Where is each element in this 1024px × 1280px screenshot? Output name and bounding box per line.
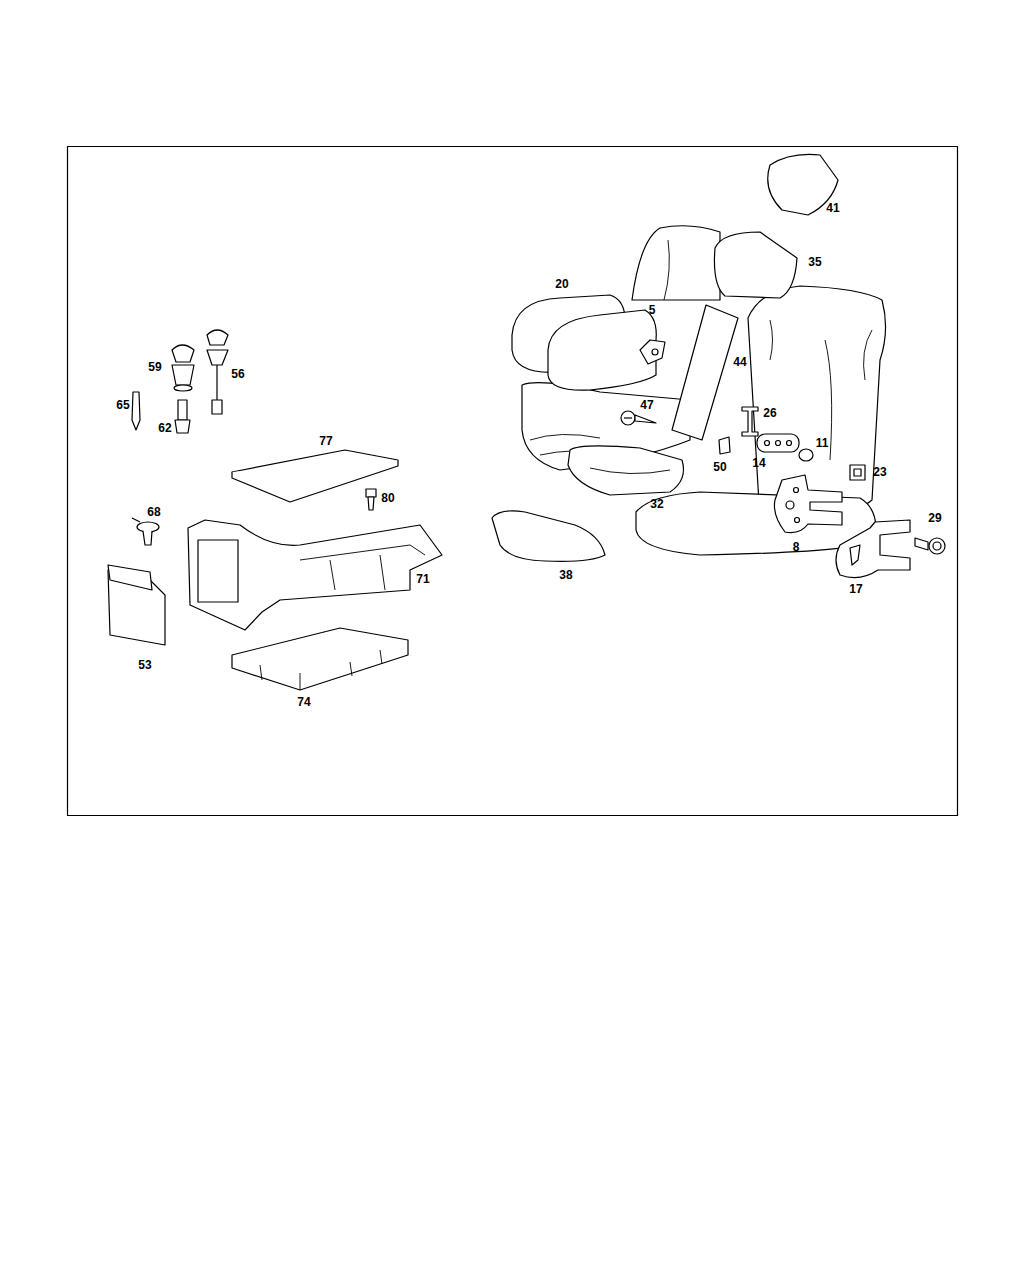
callout-number: 44 bbox=[733, 356, 746, 368]
callout-number: 50 bbox=[713, 461, 726, 473]
callout-number: 53 bbox=[138, 659, 151, 671]
clip bbox=[366, 489, 376, 510]
armrest bbox=[512, 295, 656, 390]
clip bbox=[132, 518, 159, 545]
ashtray bbox=[108, 565, 165, 645]
clip bbox=[719, 437, 730, 454]
callout-number: 74 bbox=[297, 696, 310, 708]
console bbox=[188, 520, 442, 630]
callout-number: 32 bbox=[650, 498, 663, 510]
latch bbox=[640, 340, 665, 364]
lid bbox=[232, 450, 398, 502]
bolt bbox=[915, 538, 945, 554]
callout-number: 59 bbox=[148, 361, 161, 373]
bracket bbox=[836, 520, 910, 578]
callout-number: 68 bbox=[147, 506, 160, 518]
callout-number: 20 bbox=[555, 278, 568, 290]
clip bbox=[742, 407, 758, 436]
cover bbox=[492, 511, 605, 562]
callout-number: 23 bbox=[873, 466, 886, 478]
callout-number: 47 bbox=[640, 399, 653, 411]
callout-number: 77 bbox=[319, 435, 332, 447]
tray bbox=[232, 628, 408, 690]
bracket bbox=[774, 475, 842, 533]
callout-number: 8 bbox=[793, 541, 800, 553]
callout-number: 14 bbox=[752, 457, 765, 469]
seat-back bbox=[632, 226, 720, 300]
callout-number: 71 bbox=[416, 573, 429, 585]
frame bbox=[68, 147, 958, 816]
callout-number: 26 bbox=[763, 407, 776, 419]
knob bbox=[172, 345, 194, 391]
callout-number: 62 bbox=[158, 422, 171, 434]
callout-number: 41 bbox=[826, 202, 839, 214]
trim-strip bbox=[672, 305, 738, 440]
headrest bbox=[714, 232, 797, 298]
side-cover bbox=[568, 446, 684, 495]
callout-number: 29 bbox=[928, 512, 941, 524]
callout-number: 65 bbox=[116, 399, 129, 411]
callout-number: 38 bbox=[559, 569, 572, 581]
callout-number: 5 bbox=[649, 304, 656, 316]
switch-plate bbox=[757, 434, 799, 452]
plug bbox=[799, 449, 813, 461]
screw bbox=[621, 411, 656, 425]
bulb-holder bbox=[175, 400, 190, 433]
callout-number: 11 bbox=[816, 437, 829, 449]
nut bbox=[850, 465, 865, 480]
callout-number: 80 bbox=[381, 492, 394, 504]
callout-number: 56 bbox=[231, 368, 244, 380]
knob bbox=[207, 330, 228, 414]
callout-number: 35 bbox=[808, 256, 821, 268]
callout-number: 17 bbox=[849, 583, 862, 595]
bulb bbox=[132, 392, 140, 430]
